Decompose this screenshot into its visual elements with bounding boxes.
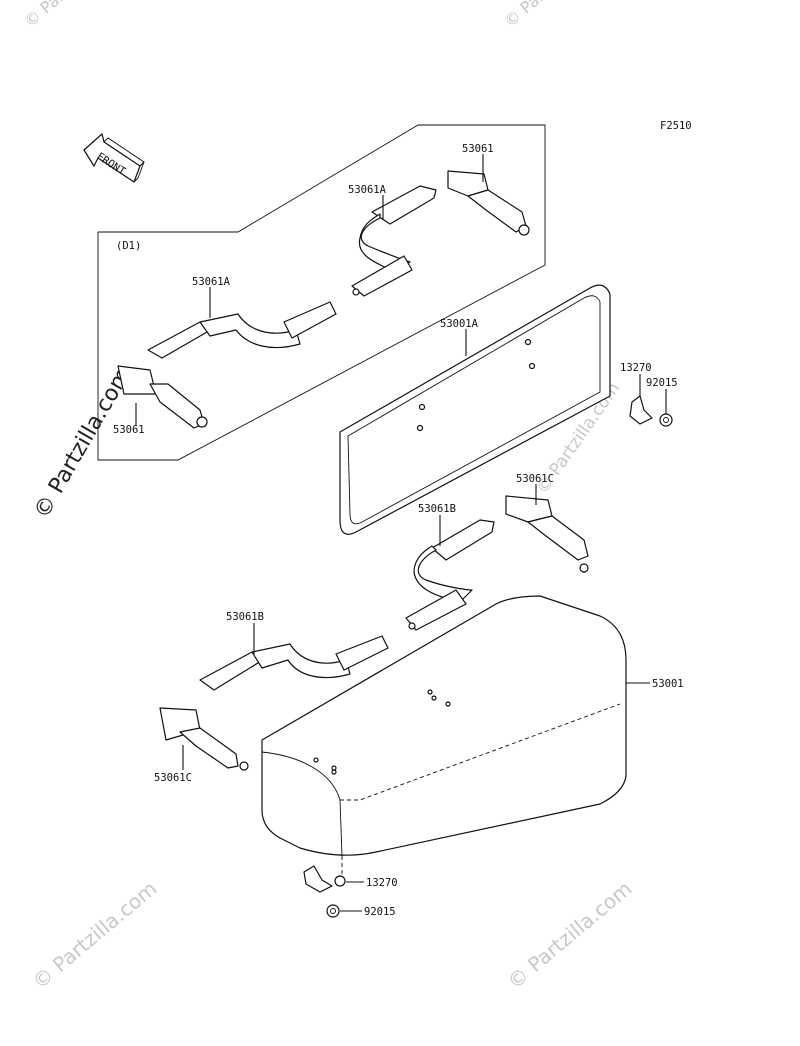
nut-92015-top <box>659 413 673 427</box>
label-53061A-mid: 53061A <box>192 276 231 288</box>
figure-code: F2510 <box>660 120 692 132</box>
label-13270-bottom: 13270 <box>366 877 398 889</box>
svg-text:© Partzilla.com: © Partzilla.com <box>20 0 127 31</box>
seat-belt-strap-53061B-top <box>405 519 495 631</box>
watermark-top-left: © Partzilla.com <box>20 0 127 31</box>
svg-text:© Partzilla.com: © Partzilla.com <box>30 363 137 523</box>
clip-13270-top <box>629 395 653 425</box>
front-arrow-icon: FRONT <box>83 133 145 183</box>
svg-text:© Partzilla.com: © Partzilla.com <box>500 0 607 31</box>
backrest-53001A <box>339 284 611 535</box>
label-53061-left: 53061 <box>113 424 145 436</box>
detail-boundary <box>97 124 546 461</box>
label-53061B-top: 53061B <box>418 503 456 515</box>
seat-belt-strap-53061A-mid <box>147 301 337 359</box>
watermark-bottom-right: © Partzilla.com <box>503 876 637 994</box>
seat-belt-buckle-53061C-bottom <box>159 707 249 771</box>
seat-belt-strap-53061A-top <box>351 185 437 297</box>
label-53061B-mid: 53061B <box>226 611 264 623</box>
svg-text:© Partzilla.com: © Partzilla.com <box>28 876 162 994</box>
nut-92015-bottom <box>326 904 340 918</box>
label-92015-bottom: 92015 <box>364 906 396 918</box>
watermark-bottom-left: © Partzilla.com <box>28 876 162 994</box>
watermark-left-vertical: © Partzilla.com <box>30 363 137 523</box>
seat-belt-buckle-53061-left <box>117 365 208 429</box>
watermark-top-right: © Partzilla.com <box>500 0 607 31</box>
label-53061-top: 53061 <box>462 143 494 155</box>
svg-text:© Partzilla.com: © Partzilla.com <box>503 876 637 994</box>
seat-belt-buckle-53061C-top <box>505 495 589 573</box>
clip-13270-bottom <box>303 865 346 893</box>
detail-tag: (D1) <box>116 240 141 252</box>
seat-belt-strap-53061B-mid <box>199 635 389 691</box>
label-53061C-bottom: 53061C <box>154 772 192 784</box>
label-53061C-top: 53061C <box>516 473 554 485</box>
label-92015-top: 92015 <box>646 377 678 389</box>
label-13270-top: 13270 <box>620 362 652 374</box>
label-53001A: 53001A <box>440 318 479 330</box>
seat-belt-buckle-53061-top <box>447 170 530 236</box>
label-53061A-top: 53061A <box>348 184 387 196</box>
seat-cushion-53001 <box>261 595 627 857</box>
label-53001: 53001 <box>652 678 684 690</box>
